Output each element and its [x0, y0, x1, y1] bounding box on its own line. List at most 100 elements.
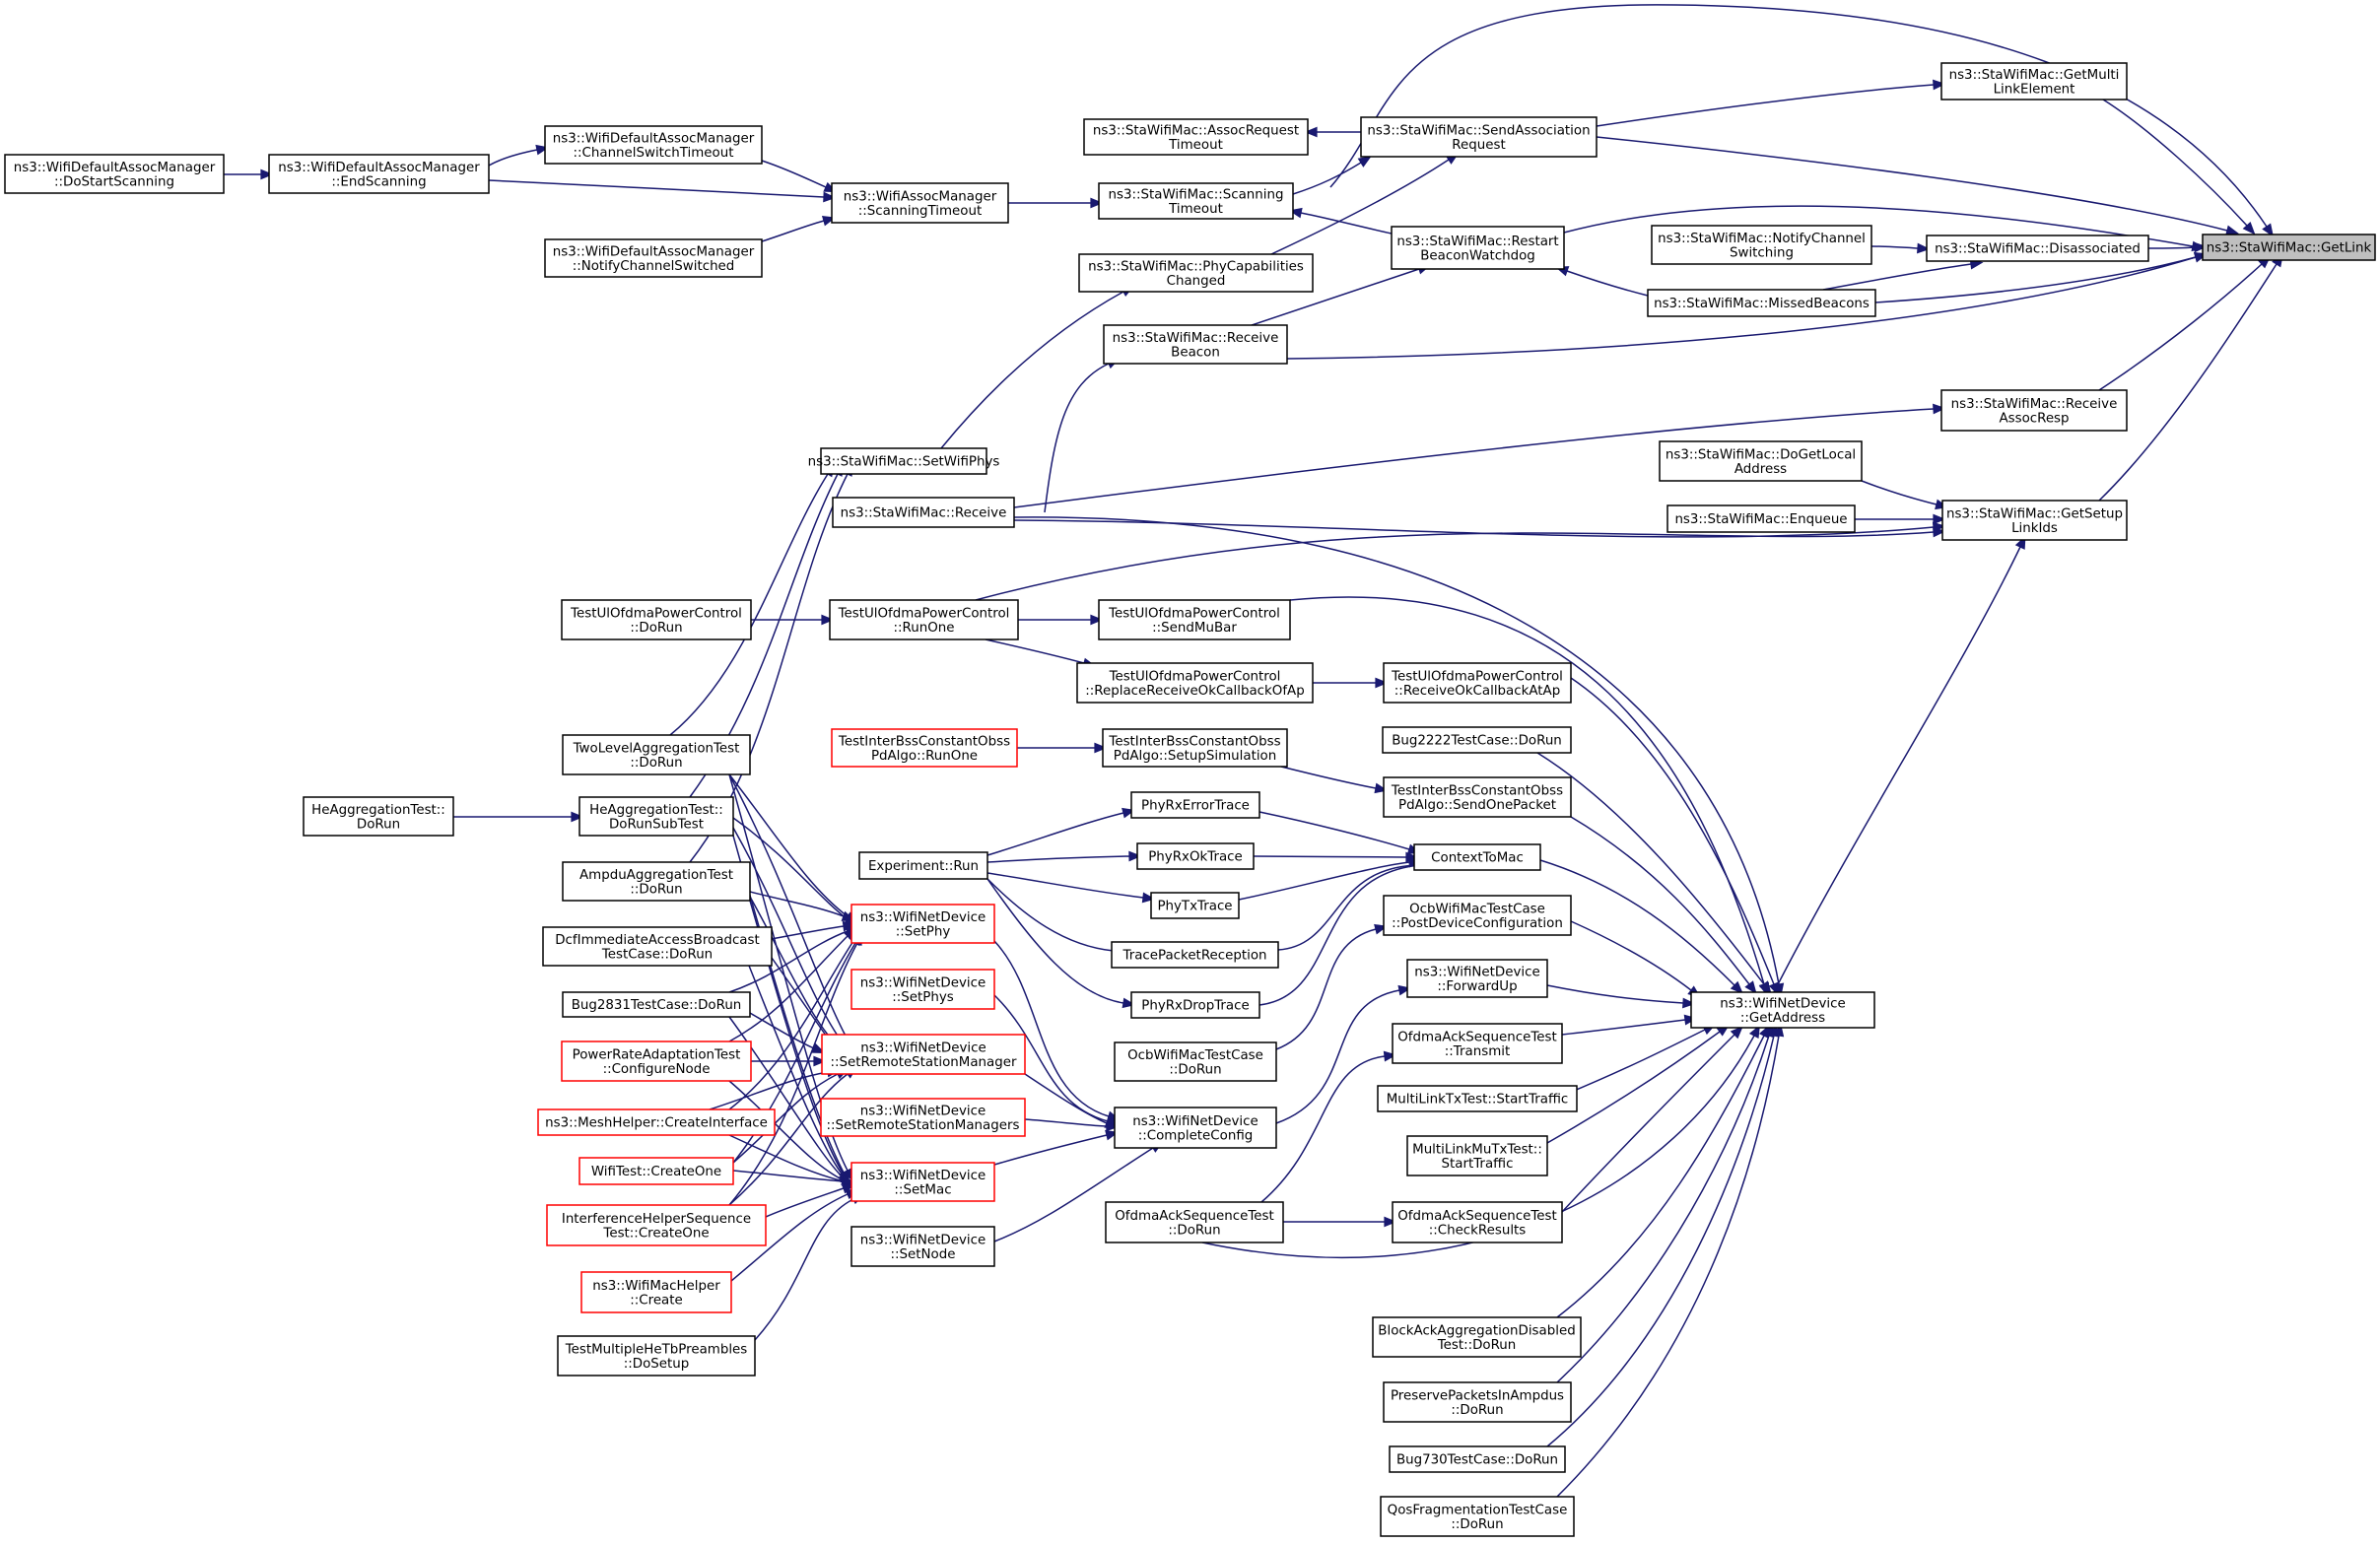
graph-node-ulofdma_runone[interactable]: TestUlOfdmaPowerControl::RunOne	[829, 599, 1019, 640]
graph-node-getlink[interactable]: ns3::StaWifiMac::GetLink	[2202, 234, 2376, 261]
graph-node-ofdmaack_dorun[interactable]: OfdmaAckSequenceTest::DoRun	[1105, 1201, 1284, 1243]
graph-node-setwifiphys[interactable]: ns3::StaWifiMac::SetWifiPhys	[808, 447, 1000, 475]
node-box	[1150, 892, 1240, 919]
edge-arrowhead	[823, 191, 837, 203]
graph-node-getaddress[interactable]: ns3::WifiNetDevice::GetAddress	[1690, 991, 1875, 1029]
graph-node-setrsms[interactable]: ns3::WifiNetDevice::SetRemoteStationMana…	[820, 1098, 1026, 1137]
graph-node-qosfrag[interactable]: QosFragmentationTestCase::DoRun	[1380, 1496, 1575, 1537]
graph-node-setmac[interactable]: ns3::WifiNetDevice::SetMac	[850, 1162, 995, 1202]
graph-node-setnode[interactable]: ns3::WifiNetDevice::SetNode	[850, 1226, 995, 1267]
graph-node-endscanning[interactable]: ns3::WifiDefaultAssocManager::EndScannin…	[268, 154, 490, 194]
graph-node-phytx[interactable]: PhyTxTrace	[1150, 892, 1240, 919]
graph-node-dostartscanning[interactable]: ns3::WifiDefaultAssocManager::DoStartSca…	[4, 154, 225, 194]
call-edge-sendassoc-to-getmultilink	[1596, 79, 1946, 127]
graph-node-multilinkmutx[interactable]: MultiLinkMuTxTest::StartTraffic	[1406, 1135, 1548, 1176]
node-box	[829, 599, 1019, 640]
graph-node-interference[interactable]: InterferenceHelperSequenceTest::CreateOn…	[546, 1204, 767, 1246]
graph-node-completeconfig[interactable]: ns3::WifiNetDevice::CompleteConfig	[1114, 1107, 1277, 1149]
node-box	[1940, 62, 2128, 101]
edge-arrowhead	[1933, 79, 1946, 91]
node-box	[820, 1098, 1026, 1137]
graph-node-wifimachelper[interactable]: ns3::WifiMacHelper::Create	[580, 1271, 732, 1313]
node-box	[850, 904, 995, 944]
node-label-line: MultiLinkTxTest::StartTraffic	[1387, 1093, 1569, 1108]
graph-node-meshhelper[interactable]: ns3::MeshHelper::CreateInterface	[537, 1108, 776, 1136]
graph-node-ulofdma_dorun[interactable]: TestUlOfdmaPowerControl::DoRun	[561, 599, 752, 640]
graph-node-missedbeacons[interactable]: ns3::StaWifiMac::MissedBeacons	[1647, 289, 1876, 317]
graph-node-ulofdma_recvok[interactable]: TestUlOfdmaPowerControl::ReceiveOkCallba…	[1383, 662, 1572, 704]
graph-node-interbss_send[interactable]: TestInterBssConstantObssPdAlgo::SendOneP…	[1383, 776, 1572, 818]
graph-node-ofdmaack_transmit[interactable]: OfdmaAckSequenceTest::Transmit	[1392, 1023, 1563, 1064]
graph-node-contexttomac[interactable]: ContextToMac	[1413, 843, 1541, 871]
graph-node-experiment_run[interactable]: Experiment::Run	[858, 851, 988, 880]
graph-node-phyrxok[interactable]: PhyRxOkTrace	[1136, 842, 1255, 870]
graph-node-multiplehetb[interactable]: TestMultipleHeTbPreambles::DoSetup	[557, 1335, 756, 1376]
edge-arrowhead	[1141, 892, 1156, 904]
graph-node-bug2222[interactable]: Bug2222TestCase::DoRun	[1382, 726, 1572, 754]
graph-node-phyrxdrop[interactable]: PhyRxDropTrace	[1130, 991, 1260, 1019]
node-label-line: ns3::StaWifiMac::AssocRequest	[1093, 123, 1299, 138]
node-label-line: PdAlgo::RunOne	[871, 749, 978, 764]
node-box	[1659, 440, 1863, 482]
graph-node-interbss_setup[interactable]: TestInterBssConstantObssPdAlgo::SetupSim…	[1102, 728, 1288, 768]
graph-node-bug2831[interactable]: Bug2831TestCase::DoRun	[562, 991, 751, 1018]
graph-node-ocb_dorun[interactable]: OcbWifiMacTestCase::DoRun	[1114, 1041, 1277, 1082]
graph-node-preserve[interactable]: PreservePacketsInAmpdus::DoRun	[1383, 1381, 1572, 1423]
edge-line	[1024, 1073, 1108, 1124]
graph-node-multilinktx[interactable]: MultiLinkTxTest::StartTraffic	[1377, 1085, 1578, 1112]
node-box	[1392, 1023, 1563, 1064]
node-box	[4, 154, 225, 194]
node-label-line: MultiLinkMuTxTest::	[1412, 1142, 1542, 1157]
graph-node-tracepacket[interactable]: TracePacketReception	[1111, 941, 1279, 969]
call-edge-ulofdma_replace-to-ulofdma_recvok	[1312, 677, 1389, 689]
graph-node-twolevel[interactable]: TwoLevelAggregationTest::DoRun	[562, 734, 751, 775]
node-label-line: Timeout	[1168, 138, 1223, 153]
edge-arrowhead	[1744, 980, 1757, 994]
node-label-line: ::ReceiveOkCallbackAtAp	[1394, 684, 1560, 699]
graph-node-heagg_subtest[interactable]: HeAggregationTest::DoRunSubTest	[578, 796, 734, 837]
graph-node-forwardup[interactable]: ns3::WifiNetDevice::ForwardUp	[1406, 959, 1548, 998]
graph-node-dcfimmediate[interactable]: DcfImmediateAccessBroadcastTestCase::DoR…	[542, 926, 773, 967]
graph-node-ulofdma_sendmubar[interactable]: TestUlOfdmaPowerControl::SendMuBar	[1098, 599, 1291, 640]
graph-node-ulofdma_replace[interactable]: TestUlOfdmaPowerControl::ReplaceReceiveO…	[1076, 662, 1314, 704]
node-box	[1111, 941, 1279, 969]
graph-node-ocb_postdev[interactable]: OcbWifiMacTestCase::PostDeviceConfigurat…	[1383, 895, 1572, 936]
graph-node-enqueue[interactable]: ns3::StaWifiMac::Enqueue	[1666, 504, 1856, 533]
graph-node-heagg_dorun[interactable]: HeAggregationTest::DoRun	[303, 796, 454, 837]
edge-line	[728, 1080, 845, 1181]
graph-node-notifychsw_mgr[interactable]: ns3::WifiDefaultAssocManager::NotifyChan…	[544, 238, 763, 278]
graph-node-scanningtimeout_sta[interactable]: ns3::StaWifiMac::ScanningTimeout	[1098, 182, 1294, 220]
graph-node-disassociated[interactable]: ns3::StaWifiMac::Disassociated	[1926, 235, 2149, 262]
node-label-line: PhyRxDropTrace	[1141, 999, 1249, 1014]
graph-node-chswtimeout[interactable]: ns3::WifiDefaultAssocManager::ChannelSwi…	[544, 125, 763, 165]
graph-node-wifitest[interactable]: WifiTest::CreateOne	[578, 1157, 734, 1185]
node-label-line: ns3::StaWifiMac::Disassociated	[1935, 242, 2141, 257]
graph-node-phyrxerror[interactable]: PhyRxErrorTrace	[1130, 791, 1260, 819]
node-box	[1103, 324, 1288, 365]
graph-node-setrsm[interactable]: ns3::WifiNetDevice::SetRemoteStationMana…	[821, 1034, 1026, 1075]
graph-node-powerrate[interactable]: PowerRateAdaptationTest::ConfigureNode	[561, 1041, 752, 1082]
graph-node-ofdmaack_check[interactable]: OfdmaAckSequenceTest::CheckResults	[1392, 1201, 1563, 1243]
graph-node-setphy[interactable]: ns3::WifiNetDevice::SetPhy	[850, 904, 995, 944]
graph-node-receive[interactable]: ns3::StaWifiMac::Receive	[832, 497, 1015, 528]
graph-node-scanningtimeout_mgr[interactable]: ns3::WifiAssocManager::ScanningTimeout	[831, 182, 1009, 224]
node-label-line: Bug2831TestCase::DoRun	[572, 998, 742, 1013]
node-label-line: TestMultipleHeTbPreambles	[565, 1342, 748, 1357]
graph-node-bug730[interactable]: Bug730TestCase::DoRun	[1389, 1445, 1566, 1473]
edge-arrowhead	[1357, 156, 1372, 168]
graph-node-ampdu[interactable]: AmpduAggregationTest::DoRun	[562, 861, 751, 902]
edge-arrowhead	[1759, 980, 1772, 995]
graph-node-setphys[interactable]: ns3::WifiNetDevice::SetPhys	[850, 969, 995, 1010]
